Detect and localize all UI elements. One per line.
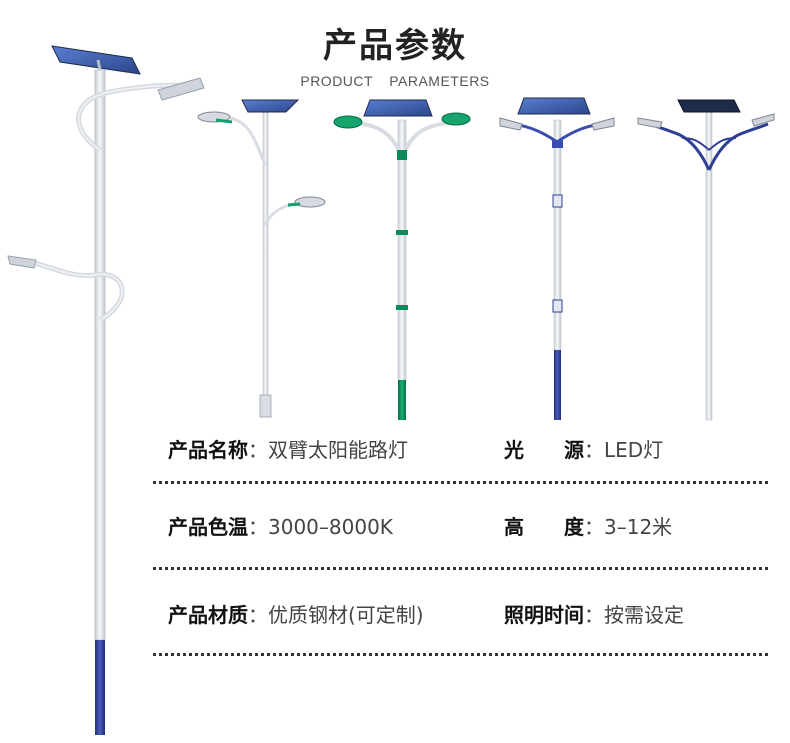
param-separator: ：: [248, 515, 268, 539]
street-lamp-3: [333, 99, 471, 420]
param-separator: ：: [584, 603, 604, 627]
param-value: LED灯: [604, 438, 664, 462]
param-height: 高 度：3–12米: [504, 510, 672, 544]
param-label: 产品名称: [168, 438, 248, 462]
param-label-second: 度: [564, 515, 584, 539]
param-value: 双臂太阳能路灯: [268, 438, 408, 462]
param-label: 产品材质: [168, 603, 248, 627]
dotted-divider: [153, 653, 768, 656]
param-separator: ：: [584, 438, 604, 462]
param-value: 按需设定: [604, 603, 684, 627]
param-separator: ：: [584, 515, 604, 539]
param-light-source: 光 源：LED灯: [504, 433, 663, 467]
param-label: 照明时间: [504, 603, 584, 627]
street-lamp-5: [637, 99, 775, 421]
param-row-2: 产品色温：3000–8000K 高度：3–12米: [168, 510, 768, 544]
param-label: 产品色温: [168, 515, 248, 539]
param-label-first: 高: [504, 515, 524, 539]
street-lamp-4: [499, 97, 615, 420]
param-label-first: 光: [504, 438, 524, 462]
param-value: 3000–8000K: [268, 515, 393, 539]
param-lighting-time: 照明时间：按需设定: [504, 598, 684, 632]
street-lamp-1: [7, 45, 205, 735]
param-row-1: 产品名称：双臂太阳能路灯 光源：LED灯: [168, 433, 768, 467]
param-separator: ：: [248, 603, 268, 627]
page-title: 产品参数: [323, 26, 467, 66]
dotted-divider: [153, 481, 768, 484]
param-value: 优质钢材(可定制): [268, 603, 424, 627]
param-separator: ：: [248, 438, 268, 462]
param-label-second: 源: [564, 438, 584, 462]
param-color-temperature: 产品色温：3000–8000K: [168, 510, 393, 544]
param-product-name: 产品名称：双臂太阳能路灯: [168, 433, 408, 467]
param-row-3: 产品材质：优质钢材(可定制) 照明时间：按需设定: [168, 598, 768, 632]
param-material: 产品材质：优质钢材(可定制): [168, 598, 424, 632]
street-lamp-2: [197, 99, 326, 418]
dotted-divider: [153, 567, 768, 570]
page-subtitle: PRODUCT PARAMETERS: [300, 73, 490, 89]
param-value: 3–12米: [604, 515, 673, 539]
